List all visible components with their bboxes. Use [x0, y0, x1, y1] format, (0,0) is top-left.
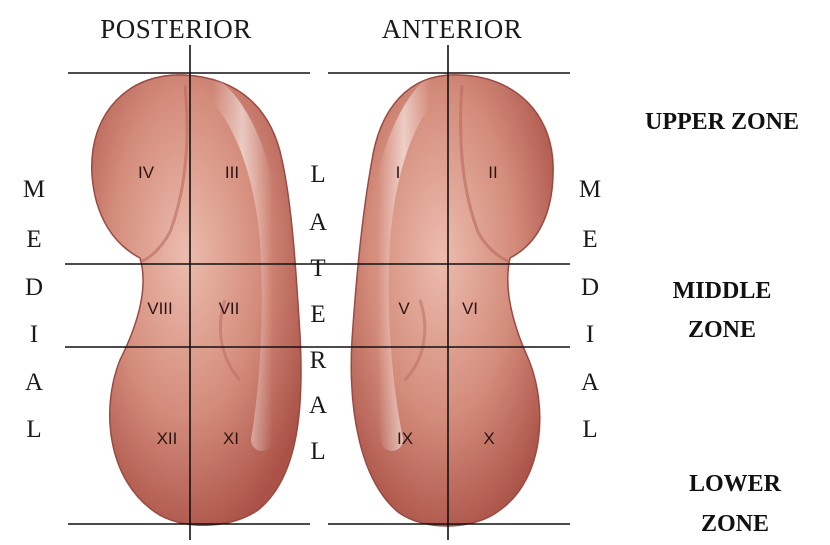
anterior-kidney	[351, 75, 553, 526]
segment-label: X	[483, 429, 494, 448]
lateral-letter: L	[310, 438, 325, 465]
medial-left-letter: M	[23, 176, 45, 203]
medial-right-letter: L	[582, 416, 597, 443]
segment-label: IV	[138, 163, 155, 182]
segment-label: VI	[462, 299, 478, 318]
lateral-letter: A	[309, 392, 327, 419]
lateral-letter: R	[310, 347, 327, 374]
middle-zone-label: ZONE	[688, 317, 756, 343]
medial-right-letter: D	[581, 274, 599, 301]
anterior-header: ANTERIOR	[382, 14, 523, 44]
segment-label: III	[225, 163, 239, 182]
medial-left-letter: E	[26, 226, 41, 253]
medial-right-letter: I	[586, 321, 594, 348]
lateral-letter: E	[310, 301, 325, 328]
medial-right-letter: E	[582, 226, 597, 253]
medial-left-letter: I	[30, 321, 38, 348]
segment-label: I	[396, 163, 401, 182]
segment-label: IX	[397, 429, 413, 448]
segment-label: XII	[157, 429, 178, 448]
medial-left-letter: A	[25, 369, 43, 396]
segment-label: V	[398, 299, 410, 318]
posterior-kidney	[92, 75, 301, 525]
upper-zone-label: UPPER ZONE	[645, 109, 799, 135]
segment-label: VIII	[147, 299, 173, 318]
posterior-header: POSTERIOR	[100, 14, 252, 44]
segment-label: II	[488, 163, 497, 182]
medial-left-letter: L	[26, 416, 41, 443]
lateral-letter: T	[310, 255, 325, 282]
lateral-letter: L	[310, 161, 325, 188]
medial-right-letter: M	[579, 176, 601, 203]
lateral-letter: A	[309, 209, 327, 236]
segment-label: VII	[219, 299, 240, 318]
medial-left-letter: D	[25, 274, 43, 301]
segment-label: XI	[223, 429, 239, 448]
lower-zone-label: ZONE	[701, 511, 769, 537]
middle-zone-label: MIDDLE	[673, 278, 772, 304]
lower-zone-label: LOWER	[689, 471, 782, 497]
medial-right-letter: A	[581, 369, 599, 396]
